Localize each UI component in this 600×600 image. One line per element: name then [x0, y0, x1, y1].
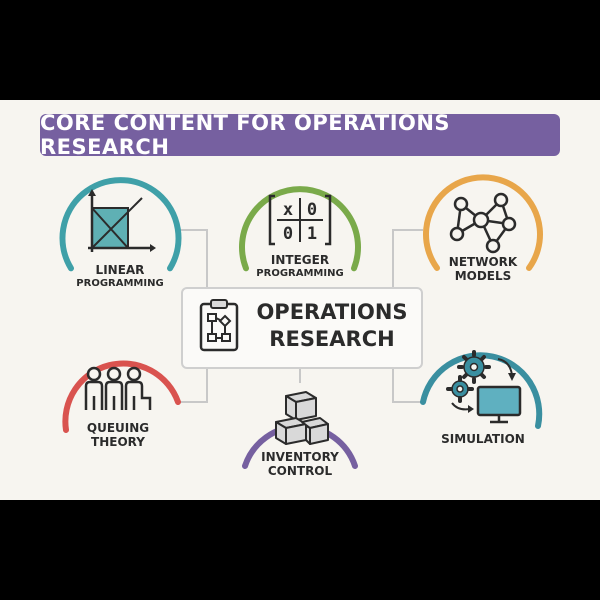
queuing-theory-label: QUEUING THEORY — [86, 421, 150, 449]
connector-linear — [178, 229, 208, 287]
network-graph-icon — [449, 192, 517, 254]
matrix-cell: 1 — [307, 224, 317, 244]
topic-arcs — [59, 174, 543, 469]
arc-linear — [59, 177, 182, 272]
people-queue-icon — [84, 366, 152, 410]
clipboard-flowchart-icon — [199, 299, 239, 352]
center-node: OPERATIONS RESEARCH — [181, 287, 423, 369]
center-title: OPERATIONS RESEARCH — [256, 300, 408, 351]
inventory-control-label: INVENTORY CONTROL — [261, 450, 339, 478]
simulation-label: SIMULATION — [441, 432, 525, 446]
matrix-cell: 0 — [307, 200, 317, 220]
stacked-boxes-icon — [275, 391, 329, 445]
title-banner: CORE CONTENT FOR OPERATIONS RESEARCH — [40, 111, 560, 159]
page-title: CORE CONTENT FOR OPERATIONS RESEARCH — [40, 111, 451, 159]
matrix-cell: 0 — [283, 224, 293, 244]
network-models-label: NETWORK MODELS — [448, 255, 518, 283]
arc-simulation — [420, 352, 543, 429]
connector-network — [392, 229, 423, 287]
arc-integer — [239, 186, 361, 272]
binary-matrix-icon: x 0 0 1 — [268, 194, 332, 246]
linear-graph-icon — [88, 189, 156, 252]
integer-programming-label: INTEGER PROGRAMMING — [256, 253, 344, 279]
arc-queuing — [62, 360, 181, 433]
matrix-cell: x — [283, 200, 293, 220]
connector-lines — [178, 229, 423, 403]
gears-monitor-icon — [446, 350, 522, 424]
linear-programming-label: LINEAR PROGRAMMING — [76, 263, 164, 289]
connector-queuing — [178, 365, 208, 403]
diagram-canvas: CORE CONTENT FOR OPERATIONS RESEARCH x 0… — [0, 100, 600, 500]
arc-network — [423, 174, 543, 271]
connector-simulation — [392, 365, 423, 403]
